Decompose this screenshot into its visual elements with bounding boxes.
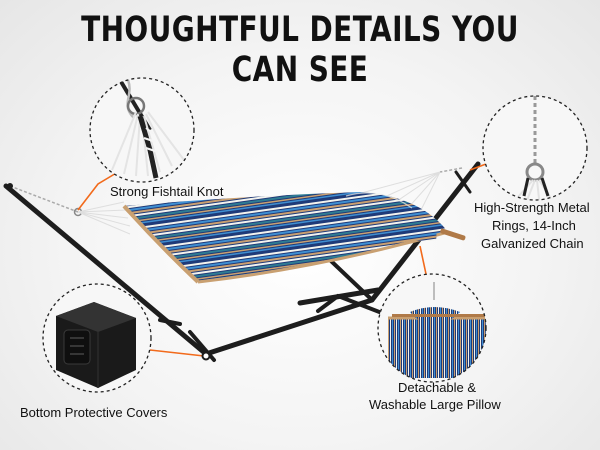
pillow-label-line1: Detachable &: [398, 380, 477, 395]
covers-label: Bottom Protective Covers: [20, 405, 168, 420]
hammock-bed: [122, 192, 466, 284]
pillow-label-line2: Washable Large Pillow: [369, 397, 501, 412]
pillow-detail-icon: [377, 273, 487, 383]
callout-leaders: [7, 163, 487, 361]
bottom-cover-detail-icon: [42, 283, 152, 393]
rings-label-line1: High-Strength Metal: [474, 200, 590, 215]
rings-label-line3: Galvanized Chain: [481, 236, 584, 251]
rings-label-line2: Rings, 14-Inch: [492, 218, 576, 233]
hammock-ropes: [9, 167, 463, 235]
knot-detail-icon: [89, 77, 195, 183]
page-title: THOUGHTFUL DETAILS YOU CAN SEE: [81, 10, 519, 90]
knot-label: Strong Fishtail Knot: [110, 184, 224, 199]
ring-chain-detail-icon: [482, 95, 588, 201]
